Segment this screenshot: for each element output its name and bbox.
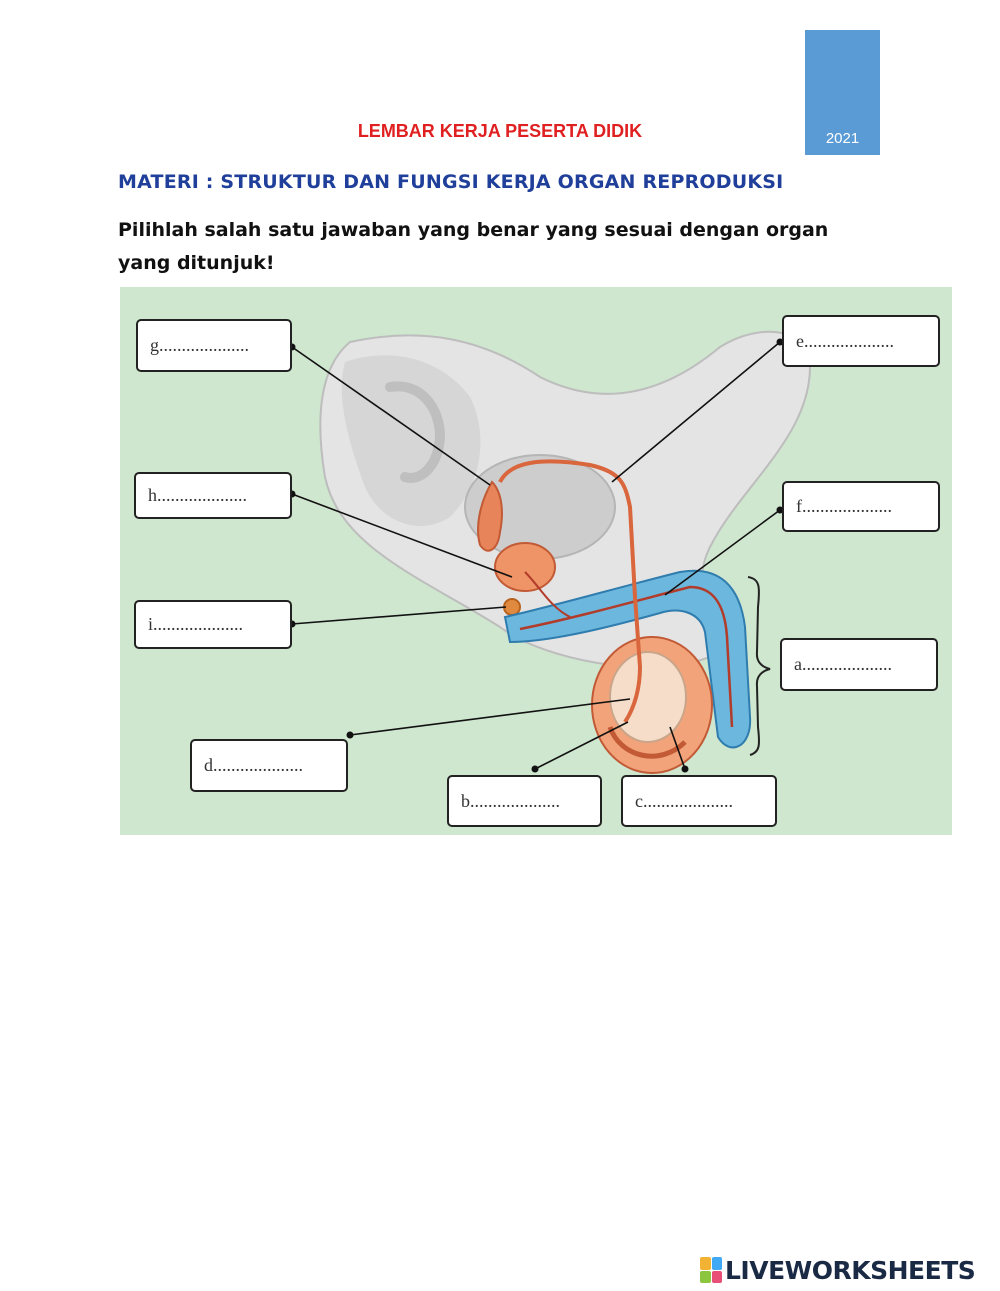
answer-box-a[interactable]: a.................... — [780, 638, 938, 691]
year-tab: 2021 — [805, 30, 880, 155]
liveworksheets-icon — [700, 1257, 722, 1283]
year-label: 2021 — [825, 130, 860, 147]
liveworksheets-logo: LIVEWORKSHEETS — [700, 1255, 976, 1285]
answer-box-b[interactable]: b.................... — [447, 775, 602, 827]
liveworksheets-brand: LIVEWORKSHEETS — [725, 1255, 976, 1285]
answer-box-i[interactable]: i.................... — [134, 600, 292, 649]
anatomy-illustration — [288, 330, 812, 774]
answer-box-d[interactable]: d.................... — [190, 739, 348, 792]
instruction-text: Pilihlah salah satu jawaban yang benar y… — [118, 219, 829, 274]
answer-box-e[interactable]: e.................... — [782, 315, 940, 367]
reproductive-organ-diagram: g.................... h.................… — [120, 287, 952, 835]
answer-box-c[interactable]: c.................... — [621, 775, 777, 827]
answer-box-g[interactable]: g.................... — [136, 319, 292, 372]
worksheet-title: LEMBAR KERJA PESERTA DIDIK — [357, 121, 643, 141]
answer-box-f[interactable]: f.................... — [782, 481, 940, 532]
answer-box-h[interactable]: h.................... — [134, 472, 292, 519]
topic-heading: MATERI : STRUKTUR DAN FUNGSI KERJA ORGAN… — [118, 171, 784, 193]
